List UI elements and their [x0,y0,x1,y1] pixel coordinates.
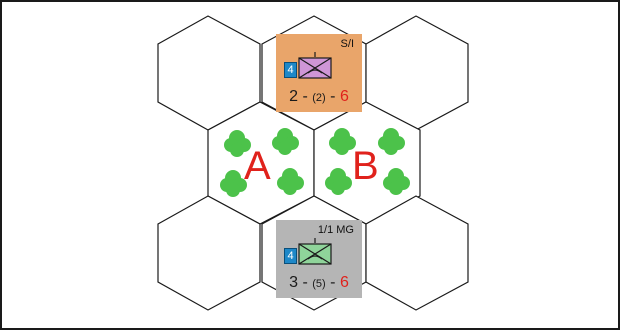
combat-factors: 2 - (2) - 6 [276,88,362,106]
hex-bottom-left[interactable] [157,195,261,311]
movement-factor: 6 [339,88,349,105]
hex-label-b: B [352,144,379,188]
unit-id-label: 1/1 MG [317,224,354,236]
defense-factor: (2) [312,92,326,104]
combat-factors: 3 - (5) - 6 [276,274,362,292]
woods-icon [224,130,251,157]
infantry-symbol-icon [298,52,332,79]
woods-icon [383,168,410,195]
factor-separator: - [298,88,313,105]
woods-icon [277,168,304,195]
factor-separator: - [325,274,340,291]
step-badge: 4 [284,248,297,264]
unit-counter-si[interactable]: S/I 4 2 - (2) - 6 [276,34,362,112]
machine-gun-symbol-icon [298,238,332,265]
woods-icon [378,128,405,155]
factor-separator: - [325,88,340,105]
step-badge: 4 [284,62,297,78]
factor-separator: - [298,274,313,291]
defense-factor: (5) [312,278,326,290]
attack-factor: 3 [289,274,299,291]
movement-factor: 6 [339,274,349,291]
woods-icon [329,128,356,155]
hex-label-a: A [244,144,271,188]
hex-bottom-right[interactable] [365,195,469,311]
woods-icon [272,128,299,155]
attack-factor: 2 [289,88,299,105]
unit-id-label: S/I [340,38,354,50]
unit-counter-mg[interactable]: 1/1 MG 4 3 - (5) - 6 [276,220,362,298]
woods-icon [325,168,352,195]
woods-icon [220,170,247,197]
